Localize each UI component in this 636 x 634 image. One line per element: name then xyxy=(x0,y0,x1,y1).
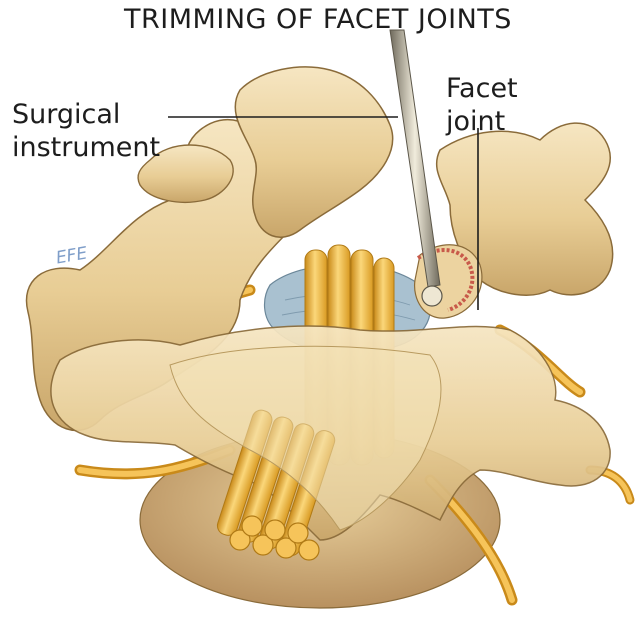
label-facet-line2: joint xyxy=(446,106,506,137)
label-facet-joint: Facet joint xyxy=(446,72,518,138)
surgical-instrument xyxy=(389,29,443,307)
leader-lines xyxy=(168,116,479,310)
label-instrument-line1: Surgical xyxy=(12,99,121,130)
vertebra-right-upper xyxy=(435,122,614,296)
label-surgical-instrument: Surgical instrument xyxy=(12,98,160,164)
diagram-title: TRIMMING OF FACET JOINTS xyxy=(124,4,512,35)
label-instrument-line2: instrument xyxy=(12,132,161,163)
spinous-process-upper xyxy=(234,66,394,238)
label-facet-line1: Facet xyxy=(446,73,518,104)
ligament-overlay xyxy=(169,345,442,531)
transverse-process-upper-left xyxy=(137,144,234,203)
